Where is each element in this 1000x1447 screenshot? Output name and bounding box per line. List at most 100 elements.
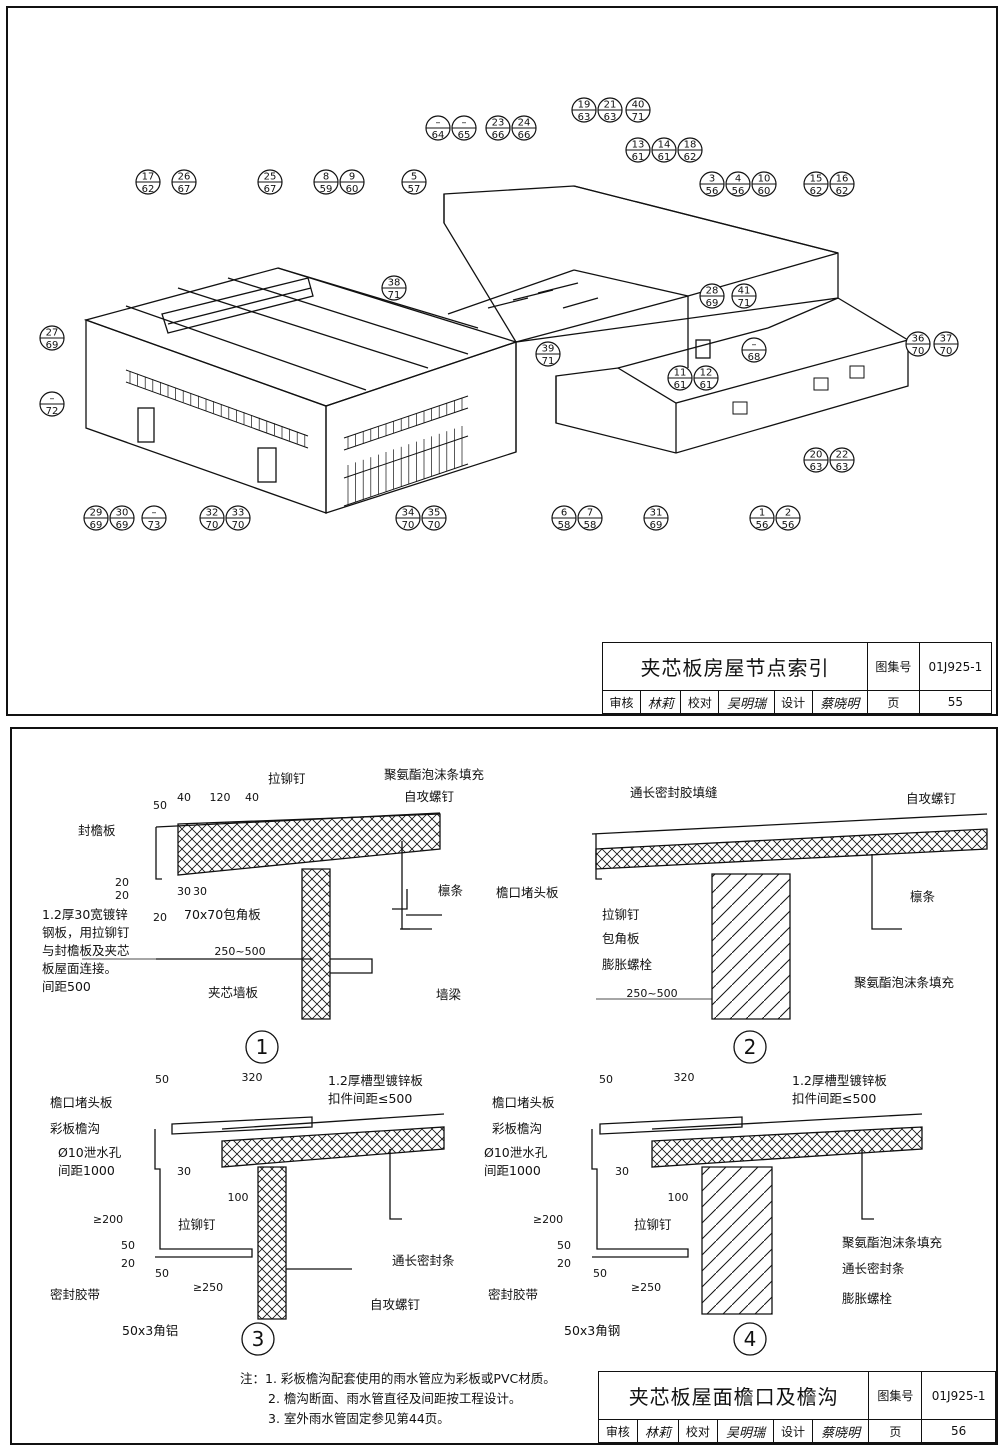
- dimension: 50: [121, 1239, 135, 1252]
- callout-label: 檐口堵头板: [492, 1095, 555, 1110]
- callout-label: 间距1000: [484, 1163, 541, 1178]
- balloon-page-no: 64: [432, 130, 445, 141]
- balloon-page-no: 70: [206, 520, 219, 531]
- balloon-page-no: 62: [810, 186, 823, 197]
- balloon-page-no: 71: [632, 112, 645, 123]
- reference-balloon: 758: [577, 505, 603, 531]
- design-label: 设计: [773, 690, 813, 714]
- callout-label: 彩板檐沟: [50, 1121, 100, 1136]
- balloon-detail-no: 29: [90, 508, 103, 519]
- balloon-page-no: 70: [428, 520, 441, 531]
- balloon-page-no: 69: [116, 520, 129, 531]
- dimension: 20: [115, 876, 129, 889]
- balloon-page-no: 62: [142, 184, 155, 195]
- balloon-page-no: 56: [706, 186, 719, 197]
- callout-label: 1.2厚槽型镀锌板: [328, 1073, 423, 1088]
- note-3: 3. 室外雨水管固定参见第44页。: [268, 1411, 450, 1426]
- reference-balloon: –73: [141, 505, 167, 531]
- detail-number-4: 4: [744, 1327, 757, 1351]
- review-signature: 林莉: [636, 1419, 679, 1443]
- balloon-detail-no: 7: [587, 508, 593, 519]
- check-signature: 吴明瑞: [718, 690, 775, 714]
- balloon-detail-no: 6: [561, 508, 567, 519]
- detail-1: [82, 812, 442, 1020]
- balloon-page-no: 57: [408, 184, 421, 195]
- callout-label: Ø10泄水孔: [484, 1145, 548, 1160]
- page-number: 55: [918, 690, 993, 714]
- design-label: 设计: [773, 1419, 813, 1443]
- balloon-page-no: 56: [756, 520, 769, 531]
- callout-label: 聚氨酯泡沫条填充: [854, 975, 954, 990]
- balloon-page-no: 62: [836, 186, 849, 197]
- balloon-page-no: 61: [674, 380, 687, 391]
- balloon-detail-no: 8: [323, 172, 329, 183]
- atlas-label: 图集号: [866, 641, 920, 692]
- balloon-detail-no: 33: [232, 508, 245, 519]
- dimension: 50: [155, 1073, 169, 1086]
- note-2: 2. 檐沟断面、雨水管直径及间距按工程设计。: [268, 1391, 522, 1406]
- callout-label: 间距1000: [58, 1163, 115, 1178]
- dimension: 30: [615, 1165, 629, 1178]
- balloon-detail-no: 14: [658, 140, 671, 151]
- reference-balloon: –65: [451, 115, 477, 141]
- balloon-detail-no: 1: [759, 508, 765, 519]
- balloon-page-no: 70: [912, 346, 925, 357]
- balloon-detail-no: 23: [492, 118, 505, 129]
- dimension: 250~500: [626, 987, 677, 1000]
- reference-balloon: 156: [749, 505, 775, 531]
- balloon-detail-no: 11: [674, 368, 687, 379]
- balloon-detail-no: 30: [116, 508, 129, 519]
- balloon-page-no: 60: [346, 184, 359, 195]
- review-label: 审核: [601, 690, 642, 714]
- dimension: 20: [115, 889, 129, 902]
- balloon-page-no: 71: [738, 298, 751, 309]
- reference-balloon: 658: [551, 505, 577, 531]
- balloon-detail-no: 21: [604, 100, 617, 111]
- balloon-page-no: 58: [558, 520, 571, 531]
- callout-label: 彩板檐沟: [492, 1121, 542, 1136]
- callout-label: 自攻螺钉: [906, 791, 957, 806]
- balloon-page-no: 56: [782, 520, 795, 531]
- balloon-detail-no: 34: [402, 508, 415, 519]
- reference-balloon: 960: [339, 169, 365, 195]
- balloon-detail-no: 16: [836, 174, 849, 185]
- balloon-detail-no: –: [152, 508, 157, 519]
- callout-label: 膨胀螺栓: [602, 957, 653, 972]
- balloon-page-no: 70: [402, 520, 415, 531]
- detail-3: [154, 1113, 445, 1320]
- balloon-detail-no: 25: [264, 172, 277, 183]
- balloon-detail-no: 12: [700, 368, 713, 379]
- balloon-page-no: 56: [732, 186, 745, 197]
- main-front-wall: [85, 319, 327, 514]
- balloon-page-no: 71: [542, 356, 555, 367]
- balloon-detail-no: –: [436, 118, 441, 129]
- dimension: 50: [557, 1239, 571, 1252]
- balloon-detail-no: 26: [178, 172, 191, 183]
- balloon-detail-no: 22: [836, 450, 849, 461]
- dimension: 320: [242, 1071, 263, 1084]
- clerestory: [161, 277, 314, 334]
- balloon-page-no: 59: [320, 184, 333, 195]
- atlas-number: 01J925-1: [921, 1370, 996, 1421]
- callout-label: 拉铆钉: [178, 1217, 216, 1232]
- title-block: 夹芯板屋面檐口及檐沟 图集号 01J925-1 审核 林莉 校对 吴明瑞 设计 …: [597, 1370, 996, 1443]
- atlas-label: 图集号: [868, 1370, 923, 1421]
- balloon-page-no: 63: [836, 462, 849, 473]
- dimension: 100: [228, 1191, 249, 1204]
